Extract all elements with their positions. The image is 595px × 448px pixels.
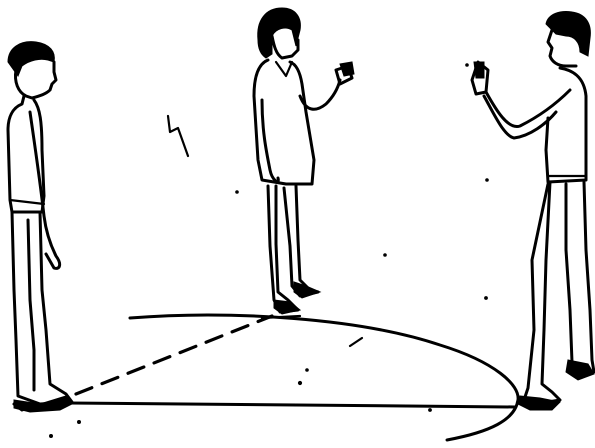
base-line bbox=[68, 403, 515, 407]
scratch-mark bbox=[168, 116, 188, 156]
front-leg bbox=[524, 182, 560, 404]
shoe bbox=[274, 300, 300, 314]
left-figure bbox=[8, 42, 72, 412]
hair bbox=[258, 8, 301, 58]
speck bbox=[486, 179, 489, 182]
back-leg bbox=[566, 182, 594, 378]
dashed-line bbox=[76, 316, 272, 394]
ground-lines bbox=[50, 64, 519, 440]
middle-figure bbox=[254, 8, 354, 314]
speck bbox=[306, 369, 309, 372]
speck bbox=[429, 409, 432, 412]
arm-lower bbox=[484, 96, 556, 138]
shirt-edge bbox=[10, 200, 44, 204]
right-figure bbox=[472, 12, 594, 411]
front-leg bbox=[40, 212, 72, 404]
torso bbox=[8, 96, 44, 212]
arm-raised bbox=[300, 80, 340, 109]
back-leg bbox=[268, 186, 298, 312]
shoe bbox=[566, 360, 594, 380]
torso bbox=[546, 68, 586, 182]
speck bbox=[466, 64, 469, 67]
back-leg bbox=[12, 212, 40, 410]
circle-arc bbox=[130, 315, 518, 440]
speck bbox=[78, 421, 81, 424]
speck bbox=[236, 191, 239, 194]
front-leg bbox=[284, 186, 318, 296]
scratch-mark bbox=[350, 338, 362, 346]
speck bbox=[485, 297, 488, 300]
card bbox=[474, 62, 484, 78]
inner-leg bbox=[28, 220, 34, 390]
arm-down bbox=[262, 100, 278, 182]
speck bbox=[298, 381, 301, 384]
shoe bbox=[518, 396, 560, 410]
speck bbox=[384, 254, 387, 257]
collar bbox=[276, 62, 292, 76]
card bbox=[340, 62, 354, 76]
speck bbox=[50, 435, 53, 438]
